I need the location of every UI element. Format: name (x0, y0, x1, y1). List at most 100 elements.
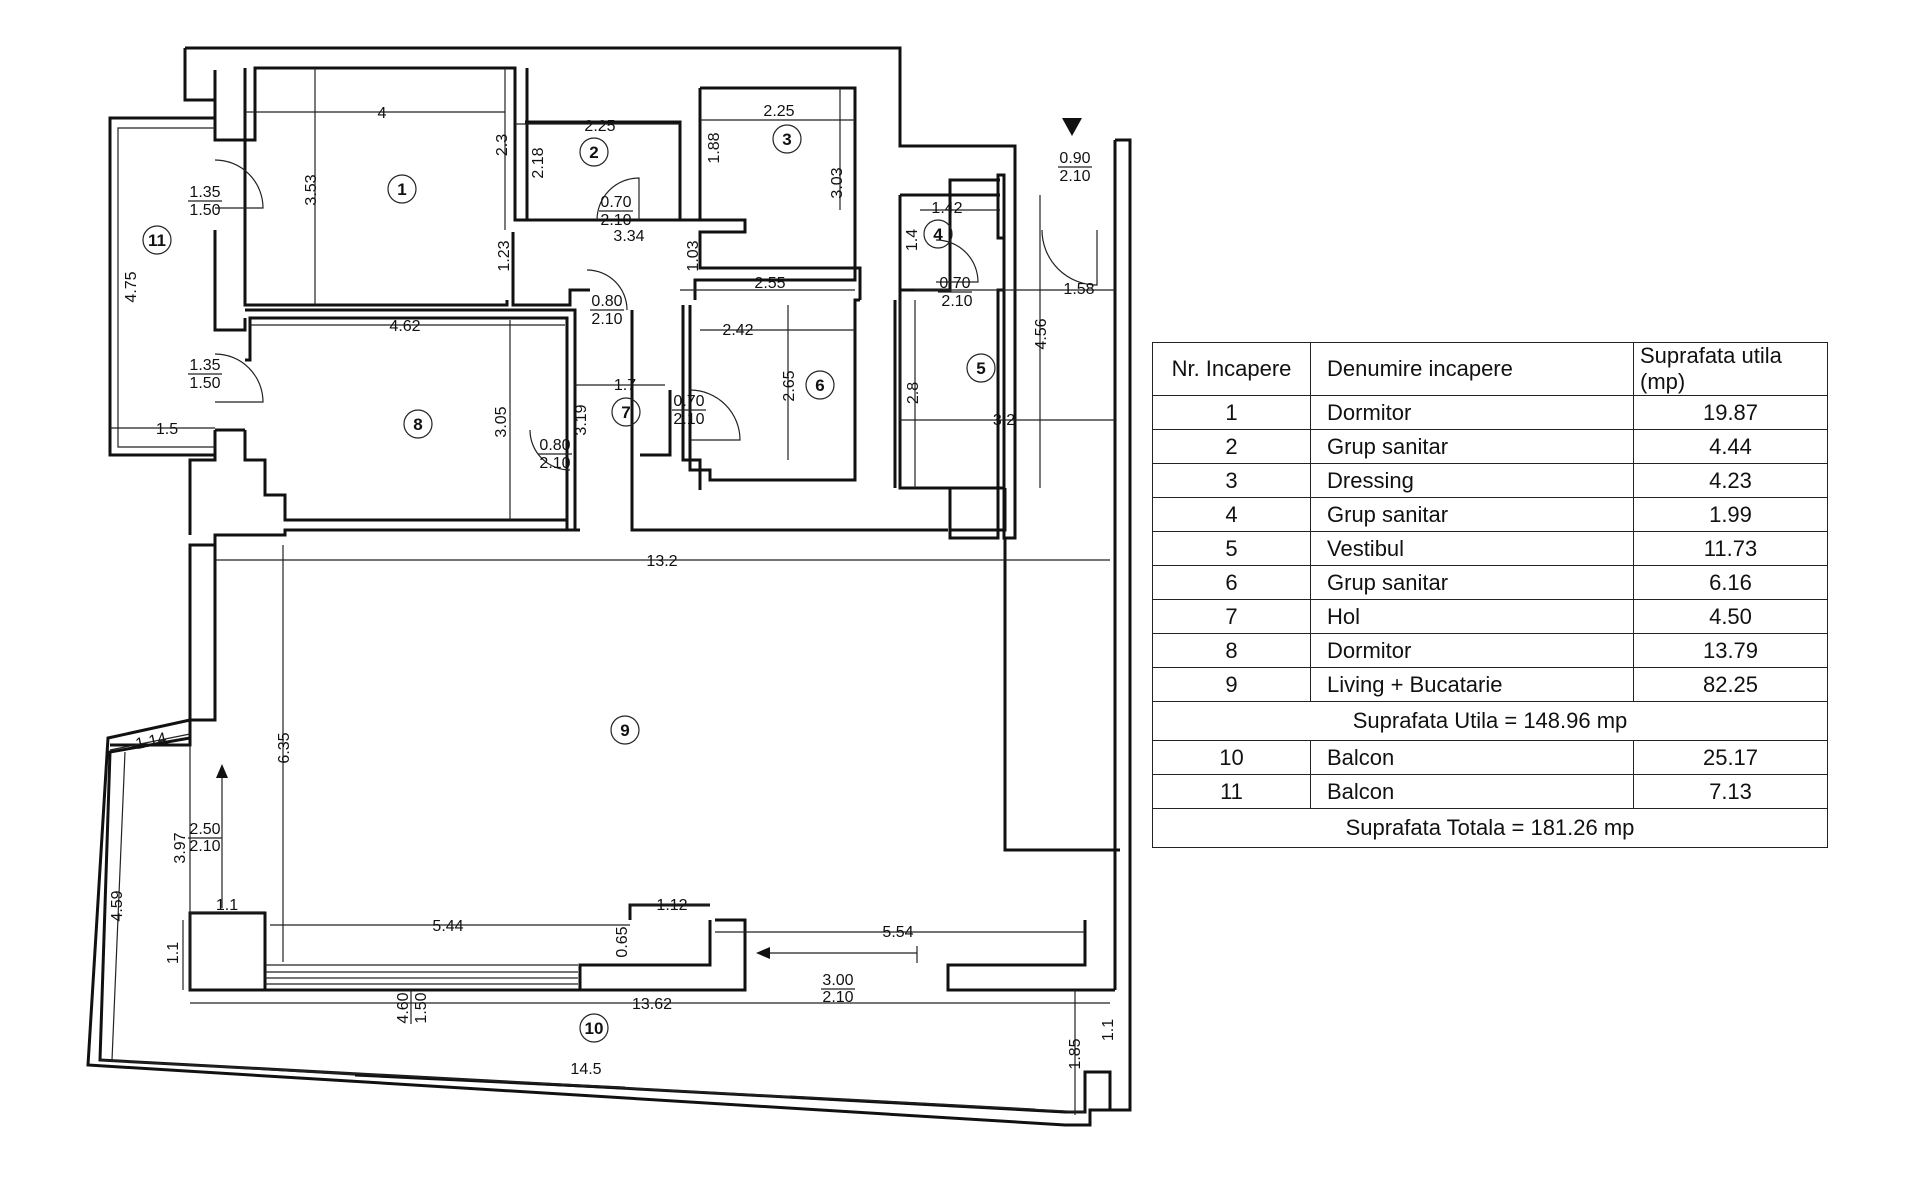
floor-plan: 1 2 3 4 5 6 7 8 9 10 11 4 2.25 2.25 2.3 … (86, 46, 1132, 1127)
room-number-11: 11 (148, 231, 166, 250)
walls (86, 46, 1132, 1127)
dimension-label: 1.7 (614, 377, 636, 394)
cell-name: Living + Bucatarie (1310, 667, 1634, 702)
dimension-label: 1.1 (1100, 1019, 1117, 1041)
room-number-8: 8 (413, 415, 422, 434)
cell-area: 7.13 (1633, 774, 1828, 809)
cell-nr: 7 (1152, 599, 1311, 634)
dimension-label: 1.03 (685, 240, 702, 271)
dimension-label: 4.59 (109, 890, 126, 921)
dimension-label: 3.19 (573, 404, 590, 435)
cell-name: Balcon (1310, 740, 1634, 775)
dimension-label: 3.53 (303, 174, 320, 205)
room-number-7: 7 (621, 403, 630, 422)
door-height: 2.10 (539, 455, 570, 472)
entrance-marker-icon (1062, 118, 1082, 136)
dimension-label: 4 (378, 105, 387, 122)
door-height: 2.10 (600, 212, 631, 229)
cell-area: 13.79 (1633, 633, 1828, 668)
dimension-label: 1.12 (656, 897, 687, 914)
door-width: 0.70 (939, 275, 970, 292)
entrance-arrow-icon (216, 764, 228, 778)
dimension-label: 3.05 (493, 406, 510, 437)
dimension-labels: 4 2.25 2.25 2.3 3.53 2.18 1.88 3.03 1.42… (109, 103, 1117, 1078)
cell-nr: 3 (1152, 463, 1311, 498)
door-swings (214, 118, 1098, 963)
dimension-label: 4.75 (123, 271, 140, 302)
cell-name: Dormitor (1310, 633, 1634, 668)
door-width: 0.70 (673, 393, 704, 410)
dimension-label: 1.88 (706, 132, 723, 163)
cell-area: 4.23 (1633, 463, 1828, 498)
dimension-lines (99, 68, 1115, 1115)
window-height: 1.50 (189, 375, 220, 392)
total-row: Suprafata Totala = 181.26 mp (1152, 808, 1828, 848)
door-width: 0.80 (591, 293, 622, 310)
door-width: 2.50 (189, 821, 220, 838)
room-number-10: 10 (585, 1019, 604, 1038)
cell-area: 4.50 (1633, 599, 1828, 634)
arrow-left-icon (756, 947, 770, 959)
dimension-label: 3.97 (172, 832, 189, 863)
room-number-1: 1 (397, 180, 406, 199)
dimension-label: 14.5 (570, 1061, 601, 1078)
dimension-label: 1.42 (931, 200, 962, 217)
door-height: 2.10 (822, 989, 853, 1006)
door-width: 0.80 (539, 437, 570, 454)
window-width: 4.60 (395, 992, 412, 1023)
column-header-name: Denumire incapere (1310, 342, 1634, 396)
cell-nr: 10 (1152, 740, 1311, 775)
column-header-nr: Nr. Incapere (1152, 342, 1311, 396)
dimension-label: 2.8 (905, 382, 922, 404)
dimension-label: 1.1 (216, 897, 238, 914)
dimension-label: 2.65 (781, 370, 798, 401)
door-width: 0.90 (1059, 150, 1090, 167)
cell-name: Grup sanitar (1310, 565, 1634, 600)
cell-name: Dressing (1310, 463, 1634, 498)
cell-name: Vestibul (1310, 531, 1634, 566)
area-table: Nr. Incapere Denumire incapere Suprafata… (1152, 342, 1828, 848)
dimension-label: 2.25 (584, 118, 615, 135)
cell-nr: 1 (1152, 395, 1311, 430)
dimension-label: 1.4 (904, 229, 921, 251)
cell-name: Balcon (1310, 774, 1634, 809)
total-text: Suprafata Totala = 181.26 mp (1152, 808, 1828, 848)
cell-nr: 2 (1152, 429, 1311, 464)
dimension-label: 3.2 (993, 412, 1015, 429)
cell-nr: 4 (1152, 497, 1311, 532)
dimension-label: 1.85 (1067, 1038, 1084, 1069)
cell-name: Grup sanitar (1310, 429, 1634, 464)
cell-area: 6.16 (1633, 565, 1828, 600)
dimension-label: 6.35 (276, 732, 293, 763)
dimension-label: 1.5 (156, 421, 178, 438)
dimension-label: 2.42 (722, 322, 753, 339)
dimension-label: 13.2 (646, 553, 677, 570)
door-width: 3.00 (822, 972, 853, 989)
room-number-6: 6 (815, 376, 824, 395)
room-markers: 1 2 3 4 5 6 7 8 9 10 11 (142, 124, 996, 1043)
dimension-label: 1.1 (165, 942, 182, 964)
dimension-label: 2.18 (530, 147, 547, 178)
dimension-label: 2.55 (754, 275, 785, 292)
room-number-4: 4 (933, 225, 943, 244)
table-header-row: Nr. Incapere Denumire incapere Suprafata… (1152, 342, 1828, 396)
door-height: 2.10 (1059, 168, 1090, 185)
door-height: 2.10 (941, 293, 972, 310)
room-number-2: 2 (589, 143, 598, 162)
cell-nr: 11 (1152, 774, 1311, 809)
dimension-label: 3.34 (613, 228, 644, 245)
dimension-label: 1.14 (134, 730, 168, 753)
cell-area: 82.25 (1633, 667, 1828, 702)
dimension-label: 2.3 (494, 134, 511, 156)
dimension-label: 4.56 (1033, 318, 1050, 349)
dimension-label: 1.23 (496, 240, 513, 271)
dimension-label: 5.44 (432, 918, 463, 935)
subtotal-text: Suprafata Utila = 148.96 mp (1152, 701, 1828, 741)
cell-nr: 5 (1152, 531, 1311, 566)
